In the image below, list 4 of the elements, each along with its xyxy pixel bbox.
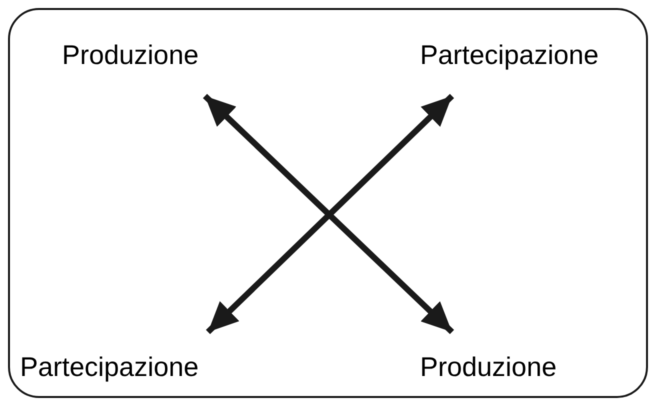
node-label: Partecipazione — [20, 351, 200, 384]
node-label: Partecipazione — [420, 39, 600, 72]
node-label: Produzione — [420, 351, 558, 384]
node-label: Produzione — [62, 39, 200, 72]
